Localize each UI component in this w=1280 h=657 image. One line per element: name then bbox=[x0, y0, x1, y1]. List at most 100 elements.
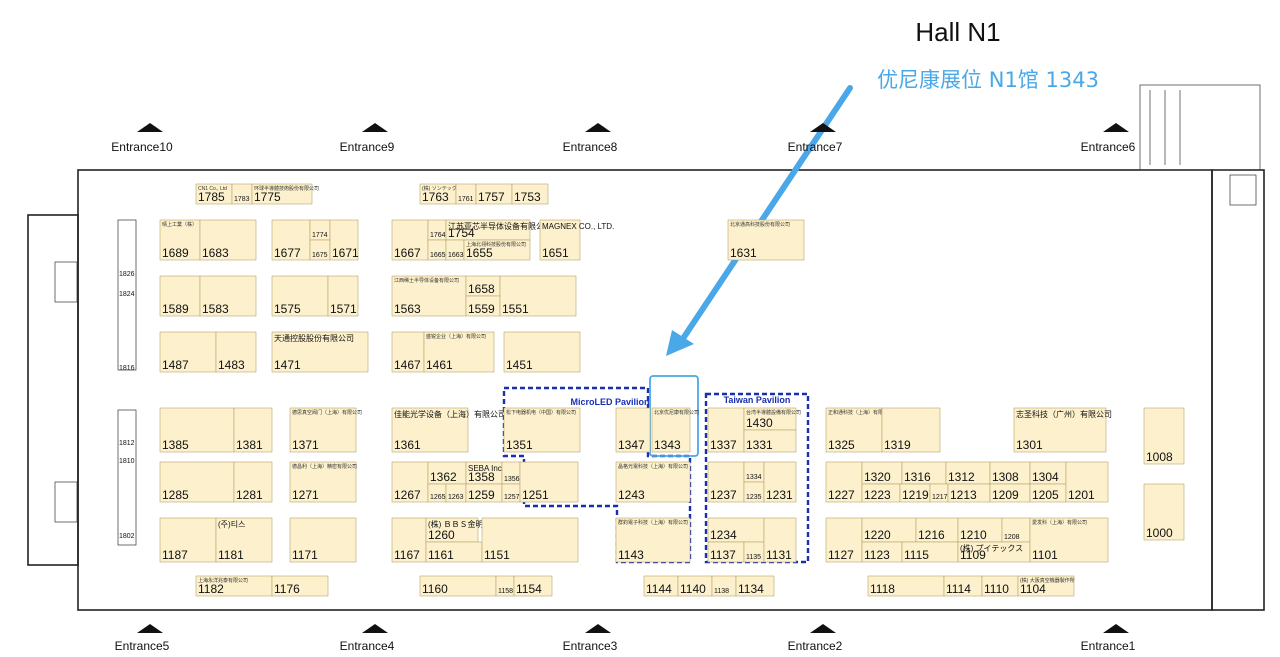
booth-1358[interactable]: SEBA Inc.1358 bbox=[465, 461, 504, 485]
booth-1151[interactable]: 1151 bbox=[481, 517, 579, 563]
booth-1135[interactable]: 1135 bbox=[743, 541, 765, 563]
booth-1319[interactable]: 1319 bbox=[881, 407, 941, 453]
booth-1231[interactable]: 1231 bbox=[763, 461, 797, 503]
booth-1304[interactable]: 1304 bbox=[1029, 461, 1067, 485]
entrance-top-5[interactable]: Entrance6 bbox=[1081, 123, 1136, 154]
booth-1216[interactable]: 1216 bbox=[915, 517, 959, 543]
booth-1551[interactable]: 1551 bbox=[499, 275, 577, 317]
booth-1217[interactable]: 1217 bbox=[929, 483, 949, 503]
booth-1123[interactable]: 1123 bbox=[861, 541, 903, 563]
booth-1753[interactable]: 1753 bbox=[511, 183, 549, 205]
booth-1210[interactable]: 1210 bbox=[957, 517, 1003, 543]
booth-1385[interactable]: 1385 bbox=[159, 407, 235, 453]
booth-1334[interactable]: 1334 bbox=[743, 461, 765, 483]
booth-1451[interactable]: 1451 bbox=[503, 331, 581, 373]
booth-1259[interactable]: 1259 bbox=[465, 483, 503, 503]
booth-1158[interactable]: 1158 bbox=[495, 575, 515, 597]
booth-1137[interactable]: 1137 bbox=[707, 541, 745, 563]
booth-1761[interactable]: 1761 bbox=[455, 183, 477, 205]
booth-1213[interactable]: 1213 bbox=[947, 483, 991, 503]
booth-1209[interactable]: 1209 bbox=[989, 483, 1031, 503]
booth-1161[interactable]: 1161 bbox=[425, 541, 483, 563]
booth-1237[interactable]: 1237 bbox=[707, 461, 745, 503]
booth-1219[interactable]: 1219 bbox=[899, 483, 931, 503]
booth-1571[interactable]: 1571 bbox=[327, 275, 359, 317]
booth-1110[interactable]: 1110 bbox=[981, 575, 1019, 597]
booth-1138[interactable]: 1138 bbox=[711, 575, 737, 597]
booth-1263[interactable]: 1263 bbox=[445, 483, 467, 503]
booth-1575[interactable]: 1575 bbox=[271, 275, 329, 317]
booth-1171[interactable]: 1171 bbox=[289, 517, 357, 563]
booth-1115[interactable]: 1115 bbox=[901, 541, 959, 563]
entrance-bottom-3[interactable]: Entrance3 bbox=[563, 624, 618, 653]
booth-1671[interactable]: 1671 bbox=[329, 219, 359, 261]
booth-1208[interactable]: 1208 bbox=[1001, 517, 1031, 543]
booth-1559[interactable]: 1559 bbox=[465, 295, 501, 317]
booth-1689[interactable]: 晴上工業（株）1689 bbox=[159, 219, 201, 261]
booth-1227[interactable]: 1227 bbox=[825, 461, 863, 503]
booth-1663[interactable]: 1663 bbox=[445, 239, 465, 261]
booth-1176[interactable]: 1176 bbox=[271, 575, 329, 597]
booth-1167[interactable]: 1167 bbox=[391, 517, 427, 563]
booth-1201[interactable]: 1201 bbox=[1065, 461, 1109, 503]
booth-1467[interactable]: 1467 bbox=[391, 331, 425, 373]
booth-1140[interactable]: 1140 bbox=[677, 575, 713, 597]
booth-1337[interactable]: 1337 bbox=[707, 407, 745, 453]
booth-1651[interactable]: MAGNEX CO., LTD.1651 bbox=[539, 219, 614, 261]
booth-1281[interactable]: 1281 bbox=[233, 461, 273, 503]
booth-1667[interactable]: 1667 bbox=[391, 219, 429, 261]
booth-1187[interactable]: 1187 bbox=[159, 517, 217, 563]
entrance-bottom-2[interactable]: Entrance4 bbox=[340, 624, 395, 653]
booth-1381[interactable]: 1381 bbox=[233, 407, 273, 453]
booth-1356[interactable]: 1356 bbox=[501, 461, 521, 485]
booth-1316[interactable]: 1316 bbox=[901, 461, 947, 485]
booth-1144[interactable]: 1144 bbox=[643, 575, 679, 597]
booth-1235[interactable]: 1235 bbox=[743, 481, 765, 503]
booth-1331[interactable]: 1331 bbox=[743, 429, 797, 453]
booth-1234[interactable]: 1234 bbox=[707, 517, 765, 543]
booth-1320[interactable]: 1320 bbox=[861, 461, 903, 485]
booth-1774[interactable]: 1774 bbox=[309, 219, 331, 241]
booth-1118[interactable]: 1118 bbox=[867, 575, 945, 597]
entrance-bottom-5[interactable]: Entrance1 bbox=[1081, 624, 1136, 653]
booth-1257[interactable]: 1257 bbox=[501, 483, 521, 503]
entrance-top-3[interactable]: Entrance8 bbox=[563, 123, 618, 154]
entrance-bottom-1[interactable]: Entrance5 bbox=[115, 624, 170, 653]
booth-1362[interactable]: 1362 bbox=[427, 461, 467, 485]
booth-1154[interactable]: 1154 bbox=[513, 575, 553, 597]
entrance-top-1[interactable]: Entrance10 bbox=[111, 123, 173, 154]
booth-1251[interactable]: 1251 bbox=[519, 461, 579, 503]
booth-1583[interactable]: 1583 bbox=[199, 275, 257, 317]
booth-1677[interactable]: 1677 bbox=[271, 219, 311, 261]
booth-1160[interactable]: 1160 bbox=[419, 575, 497, 597]
booth-1285[interactable]: 1285 bbox=[159, 461, 235, 503]
booth-1764[interactable]: 1764 bbox=[427, 219, 447, 241]
booth-1675[interactable]: 1675 bbox=[309, 239, 331, 261]
booth-1127[interactable]: 1127 bbox=[825, 517, 863, 563]
booth-1783[interactable]: 1783 bbox=[231, 183, 253, 205]
entrance-bottom-4[interactable]: Entrance2 bbox=[788, 624, 843, 653]
